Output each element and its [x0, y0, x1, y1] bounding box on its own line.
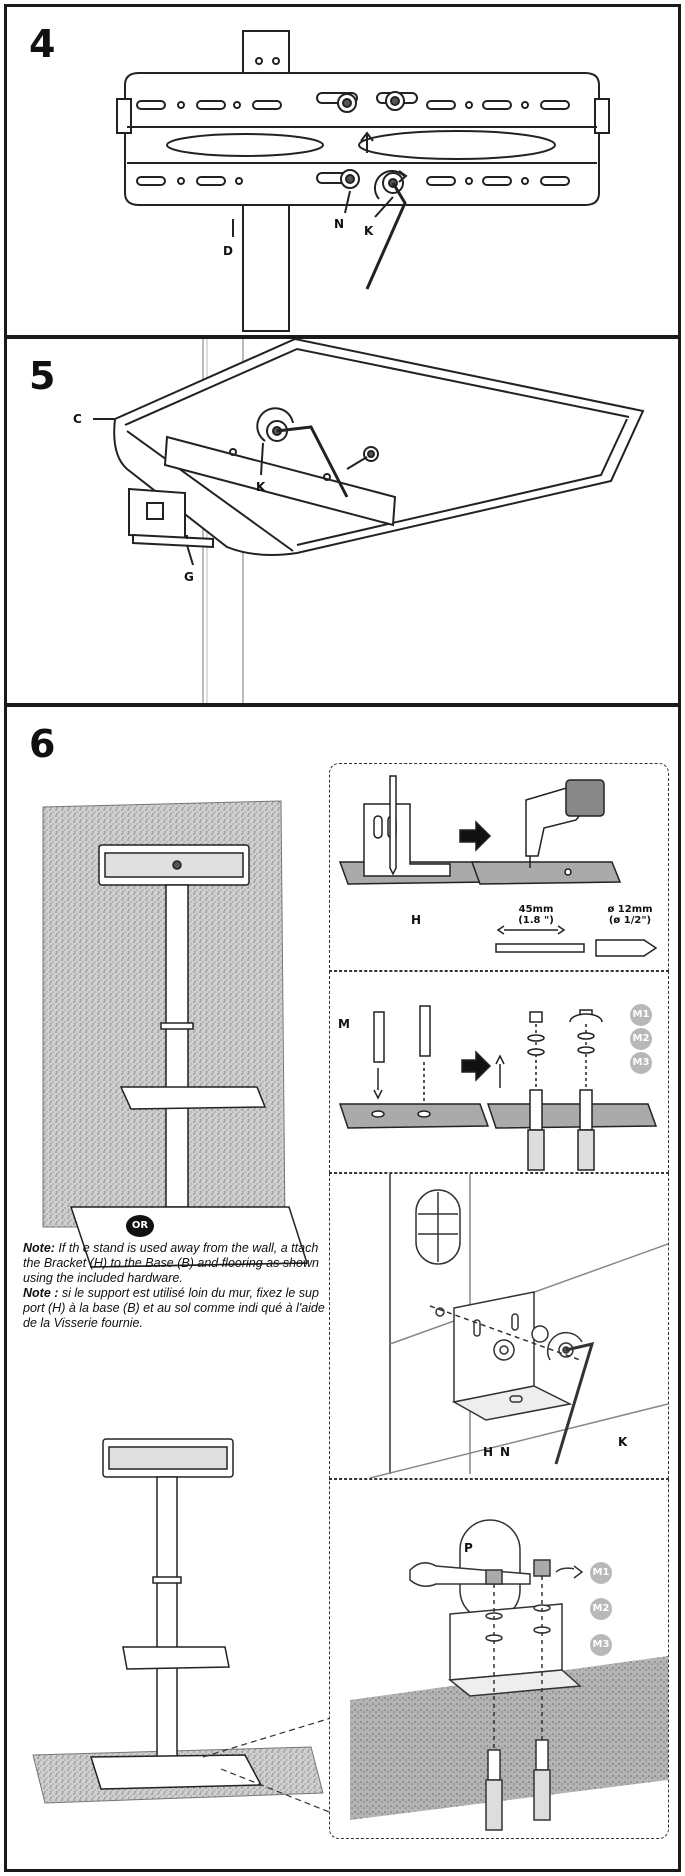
label-k: K — [618, 1435, 628, 1449]
label-c: C — [73, 412, 82, 426]
step-6-panel: 6 — [4, 704, 681, 1872]
drill-depth-metric: 45mm — [518, 904, 554, 915]
note-fr-body: si le support est utilisé loin du mur, f… — [23, 1286, 325, 1330]
step-4-illustration — [116, 30, 610, 332]
or-badge: OR — [126, 1215, 154, 1237]
drill-illustration — [338, 775, 658, 957]
bracket-illustration — [369, 1174, 668, 1478]
step-5-illustration — [93, 339, 645, 703]
label-k: K — [256, 480, 266, 494]
label-h: H — [411, 913, 422, 927]
drill-depth-imperial: (1.8 ") — [518, 915, 554, 926]
label-n: N — [334, 217, 345, 231]
m1-badge: M1 — [630, 1004, 652, 1026]
label-g: G — [184, 570, 194, 584]
drill-diameter-metric: ø 12mm — [607, 904, 653, 915]
label-k: K — [364, 224, 374, 238]
drill-depth: 45mm (1.8 ") — [506, 904, 566, 926]
label-h: H — [483, 1445, 494, 1459]
anchor-subpanel: M M1 M2 M3 — [329, 971, 669, 1173]
drill-diameter-imperial: (ø 1/2") — [608, 915, 652, 926]
step-6-number: 6 — [29, 722, 56, 766]
m3-badge: M3 — [590, 1634, 612, 1656]
label-d: D — [223, 244, 233, 258]
m3-badge: M3 — [630, 1052, 652, 1074]
step-4-panel: 4 — [4, 4, 681, 338]
wrench-illustration — [350, 1519, 668, 1831]
label-m: M — [338, 1017, 350, 1031]
bracket-subpanel: H N K — [329, 1173, 669, 1479]
note-text: Note: If th e stand is used away from th… — [23, 1241, 331, 1331]
m2-badge: M2 — [590, 1598, 612, 1620]
note-fr-label: Note : — [23, 1286, 59, 1300]
note-en-body: If th e stand is used away from the wall… — [23, 1241, 319, 1285]
anchor-illustration — [338, 1005, 658, 1171]
label-p: P — [464, 1541, 473, 1555]
step-5-number: 5 — [29, 354, 56, 398]
m1-badge: M1 — [590, 1562, 612, 1584]
drill-diameter: ø 12mm (ø 1/2") — [598, 904, 662, 926]
drill-subpanel: H 45mm (1.8 ") ø 12mm (ø 1/2") — [329, 763, 669, 971]
floor-stand — [32, 1438, 337, 1816]
label-n: N — [500, 1445, 511, 1459]
step-4-number: 4 — [29, 22, 56, 66]
m2-badge: M2 — [630, 1028, 652, 1050]
note-en-label: Note: — [23, 1241, 55, 1255]
wrench-subpanel: P M1 M2 M3 — [329, 1479, 669, 1839]
step-5-panel: 5 — [4, 336, 681, 706]
